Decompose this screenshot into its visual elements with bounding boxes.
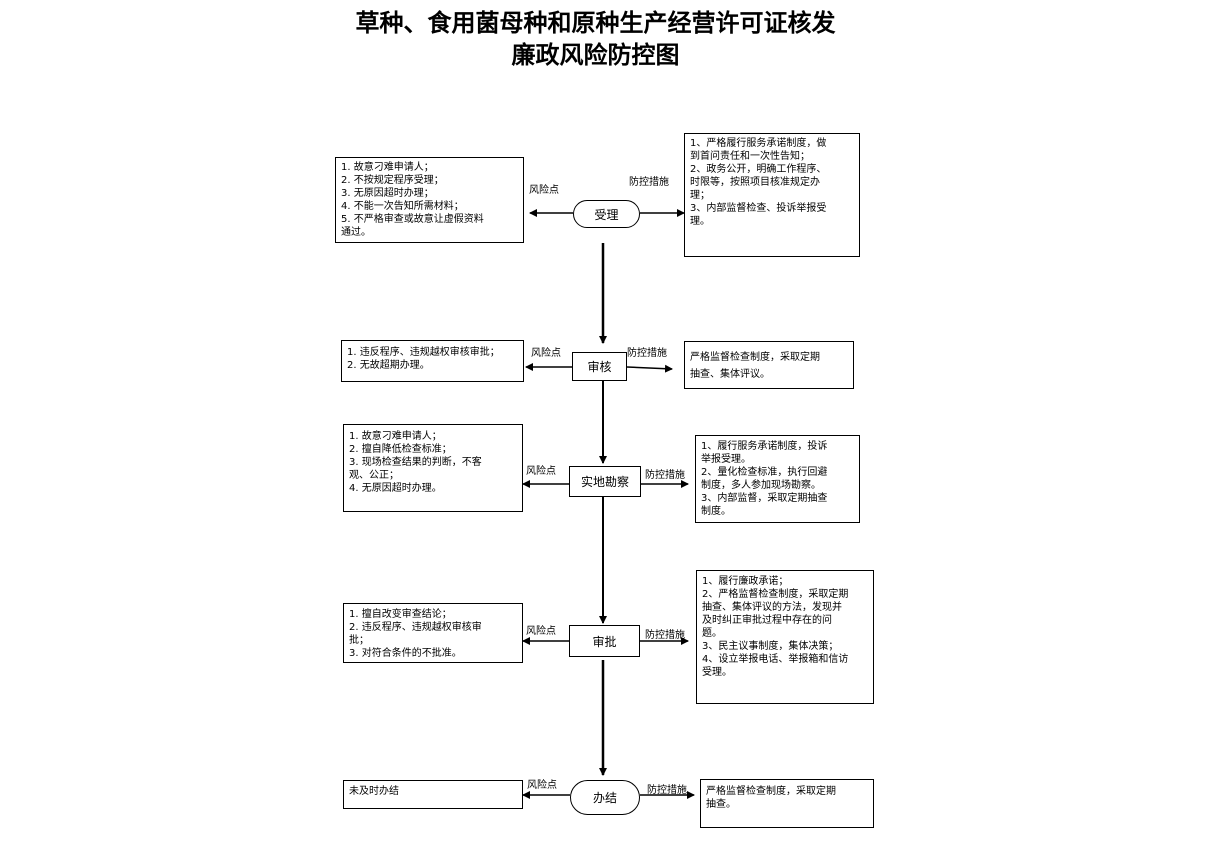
control-line: 3、内部监督，采取定期抽查 (701, 493, 828, 504)
risk-line: 1. 违反程序、违规越权审核审批； (347, 347, 500, 358)
risk-label: 风险点 (526, 466, 556, 477)
risk-line: 3. 无原因超时办理； (341, 188, 434, 199)
risk-label: 风险点 (526, 626, 556, 637)
control-box-completion: 严格监督检查制度，采取定期 抽查。 (700, 779, 874, 828)
risk-box-completion: 未及时办结 (343, 780, 523, 809)
control-box-inspection: 1、履行服务承诺制度，投诉 举报受理。 2、量化检查标准，执行回避 制度，多人参… (695, 435, 860, 523)
risk-box-accept: 1. 故意刁难申请人； 2. 不按规定程序受理； 3. 无原因超时办理； 4. … (335, 157, 524, 243)
control-line: 抽查、集体评议。 (690, 369, 770, 380)
control-line: 及时纠正审批过程中存在的问 (702, 615, 832, 626)
control-line: 理。 (690, 216, 710, 227)
risk-line: 未及时办结 (349, 786, 399, 797)
control-label: 防控措施 (645, 470, 685, 481)
control-line: 4、设立举报电话、举报箱和信访 (702, 654, 849, 665)
control-line: 2、政务公开，明确工作程序、 (690, 164, 827, 175)
risk-line: 1. 故意刁难申请人； (341, 162, 434, 173)
risk-label: 风险点 (527, 780, 557, 791)
risk-label: 风险点 (531, 348, 561, 359)
control-line: 到首问责任和一次性告知； (690, 151, 810, 162)
risk-line: 通过。 (341, 227, 371, 238)
control-label: 防控措施 (627, 348, 667, 359)
control-box-review: 严格监督检查制度，采取定期 抽查、集体评议。 (684, 341, 854, 389)
risk-line: 观、公正； (349, 470, 399, 481)
control-line: 举报受理。 (701, 454, 751, 465)
control-line: 严格监督检查制度，采取定期 (690, 352, 820, 363)
control-line: 制度，多人参加现场勘察。 (701, 480, 821, 491)
diagram-title-line1: 草种、食用菌母种和原种生产经营许可证核发 (355, 8, 836, 37)
risk-line: 5. 不严格审查或故意让虚假资料 (341, 214, 484, 225)
control-arrow-2 (626, 364, 673, 373)
risk-line: 1. 故意刁难申请人； (349, 431, 442, 442)
control-line: 3、内部监督检查、投诉举报受 (690, 203, 827, 214)
control-line: 抽查、集体评议的方法，发现并 (702, 602, 842, 613)
control-line: 3、民主议事制度，集体决策； (702, 641, 839, 652)
control-line: 制度。 (701, 506, 731, 517)
step-node-completion: 办结 (570, 780, 640, 815)
risk-box-inspection: 1. 故意刁难申请人； 2. 擅自降低检查标准； 3. 现场检查结果的判断，不客… (343, 424, 523, 512)
control-label: 防控措施 (647, 785, 687, 796)
control-line: 抽查。 (706, 799, 736, 810)
risk-line: 1. 擅自改变审查结论； (349, 609, 452, 620)
control-line: 受理。 (702, 667, 732, 678)
risk-line: 2. 无故超期办理。 (347, 360, 430, 371)
control-line: 1、履行廉政承诺； (702, 576, 789, 587)
control-line: 1、严格履行服务承诺制度，做 (690, 138, 827, 149)
risk-line: 2. 违反程序、违规越权审核审 (349, 622, 482, 633)
control-line: 理； (690, 190, 710, 201)
risk-line: 4. 不能一次告知所需材料； (341, 201, 464, 212)
control-label: 防控措施 (645, 630, 685, 641)
risk-line: 3. 对符合条件的不批准。 (349, 648, 462, 659)
control-line: 2、量化检查标准，执行回避 (701, 467, 828, 478)
step-node-accept: 受理 (573, 200, 640, 228)
control-box-accept: 1、严格履行服务承诺制度，做 到首问责任和一次性告知； 2、政务公开，明确工作程… (684, 133, 860, 257)
risk-box-approval: 1. 擅自改变审查结论； 2. 违反程序、违规越权审核审 批； 3. 对符合条件… (343, 603, 523, 663)
risk-line: 2. 不按规定程序受理； (341, 175, 444, 186)
risk-line: 2. 擅自降低检查标准； (349, 444, 452, 455)
risk-line: 4. 无原因超时办理。 (349, 483, 442, 494)
control-label: 防控措施 (629, 177, 669, 188)
control-line: 时限等，按照项目核准规定办 (690, 177, 820, 188)
risk-line: 3. 现场检查结果的判断，不客 (349, 457, 482, 468)
step-node-review: 审核 (572, 352, 627, 381)
risk-box-review: 1. 违反程序、违规越权审核审批； 2. 无故超期办理。 (341, 340, 524, 382)
diagram-title-line2: 廉政风险防控图 (511, 40, 680, 69)
control-line: 1、履行服务承诺制度，投诉 (701, 441, 828, 452)
risk-line: 批； (349, 635, 369, 646)
risk-label: 风险点 (529, 185, 559, 196)
step-node-approval: 审批 (569, 625, 640, 657)
step-node-inspection: 实地勘察 (569, 466, 641, 497)
control-line: 2、严格监督检查制度，采取定期 (702, 589, 849, 600)
control-line: 严格监督检查制度，采取定期 (706, 786, 836, 797)
control-line: 题。 (702, 628, 722, 639)
control-box-approval: 1、履行廉政承诺； 2、严格监督检查制度，采取定期 抽查、集体评议的方法，发现并… (696, 570, 874, 704)
